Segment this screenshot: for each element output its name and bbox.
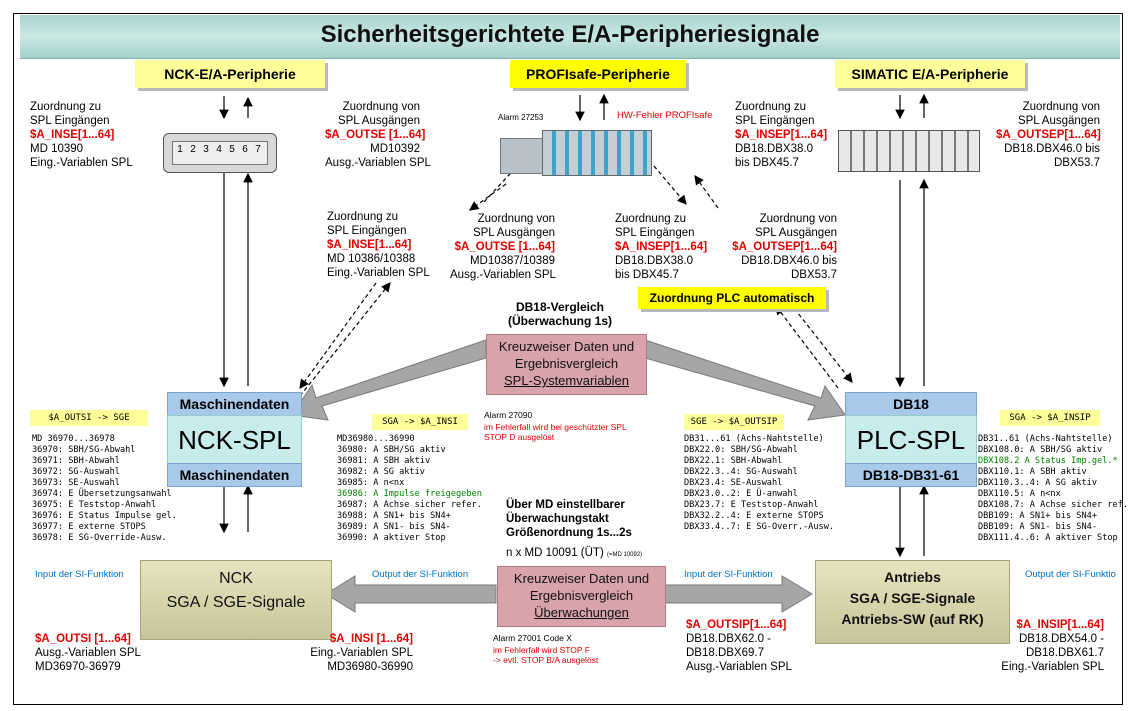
tag-sga-insi: SGA -> $A_INSI — [372, 414, 468, 430]
alarm-27090: Alarm 27090 — [484, 410, 533, 420]
profisafe-device-image — [500, 130, 652, 176]
diagram-title: Sicherheitsgerichtete E/A-Peripheriesign… — [320, 21, 820, 48]
title-banner: Sicherheitsgerichtete E/A-Peripheriesign… — [20, 15, 1120, 59]
arrow-dashed-4 — [469, 183, 507, 211]
arrow-dashed-7 — [789, 302, 853, 383]
slot-6: 6 — [242, 144, 248, 155]
alarm-27253: Alarm 27253 — [498, 113, 544, 122]
label-profisafe: PROFIsafe-Peripherie — [510, 60, 686, 88]
label-nck-io: NCK-E/A-Peripherie — [135, 60, 325, 88]
note-outsip: $A_OUTSIP[1...64]DB18.DBX62.0 - DB18.DBX… — [686, 619, 792, 673]
alarm-27001: Alarm 27001 Code X — [493, 633, 572, 643]
slot-4: 4 — [216, 144, 222, 155]
nck-spl-header: Maschinendaten — [167, 392, 302, 416]
n-md: n x MD 10091 (ÜT) (=MD 10092) — [506, 547, 643, 559]
grey-arrow-to-plc-spl — [644, 339, 846, 421]
slot-2: 2 — [190, 144, 196, 155]
db18-compare: DB18-Vergleich(Überwachung 1s) — [507, 300, 612, 328]
plc-spl: PLC-SPL — [845, 415, 977, 465]
simatic-device-image — [838, 130, 980, 172]
slot-3: 3 — [203, 144, 209, 155]
input-si-left: Input der SI-Funktion — [35, 569, 124, 580]
arrow-dashed-2 — [299, 282, 391, 397]
grey-arrow-to-antriebs — [664, 575, 813, 613]
alarm-27001-text: im Fehlerfall wird STOP F-> evtl. STOP B… — [493, 645, 599, 665]
grey-arrow-to-nck-spl — [291, 339, 487, 421]
label-plc-auto: Zuordnung PLC automatisch — [638, 287, 826, 309]
nck-spl: NCK-SPL — [167, 415, 302, 465]
arrow-dashed-8 — [775, 305, 839, 389]
hw-fehler-profisafe: HW-Fehler PROFIsafe — [617, 110, 713, 121]
note-insip: $A_INSIP[1...64]DB18.DBX54.0 - DB18.DBX6… — [1001, 619, 1104, 673]
grey-arrow-to-nck-sga — [325, 575, 497, 613]
slot-5: 5 — [229, 144, 235, 155]
output-si-right: Output der SI-Funktio — [1025, 569, 1116, 580]
nck-io-module: 1 2 3 4 5 6 7 — [163, 133, 277, 173]
output-si-mid: Output der SI-Funktion — [372, 569, 469, 580]
tag-sga-insip: SGA -> $A_INSIP — [1000, 410, 1100, 426]
nck-io-slots: 1 2 3 4 5 6 7 — [172, 141, 268, 165]
label-simatic: SIMATIC E/A-Peripherie — [835, 60, 1025, 88]
slot-7: 7 — [255, 144, 261, 155]
tag-outsi-sge: $A_OUTSI -> SGE — [30, 410, 148, 426]
plc-spl-header: DB18 — [845, 392, 977, 416]
db-list-sge: DB31...61 (Achs-Nahtstelle)DBX22.0: SBH/… — [684, 434, 835, 532]
tag-sge-outsip: SGE -> $A_OUTSIP — [684, 414, 784, 430]
plc-spl-footer: DB18-DB31-61 — [845, 463, 977, 487]
input-si-mid: Input der SI-Funktion — [684, 569, 773, 580]
arrow-dashed-1 — [299, 282, 377, 389]
diagram-frame — [13, 13, 1123, 705]
slot-1: 1 — [177, 144, 183, 155]
nck-spl-footer: Maschinendaten — [167, 463, 302, 487]
db-list-sga: DB31..61 (Achs-Nahtstelle)DBX108.0: A SB… — [978, 434, 1128, 543]
arrow-dashed-5 — [653, 165, 687, 205]
arrow-dashed-6 — [694, 175, 719, 209]
